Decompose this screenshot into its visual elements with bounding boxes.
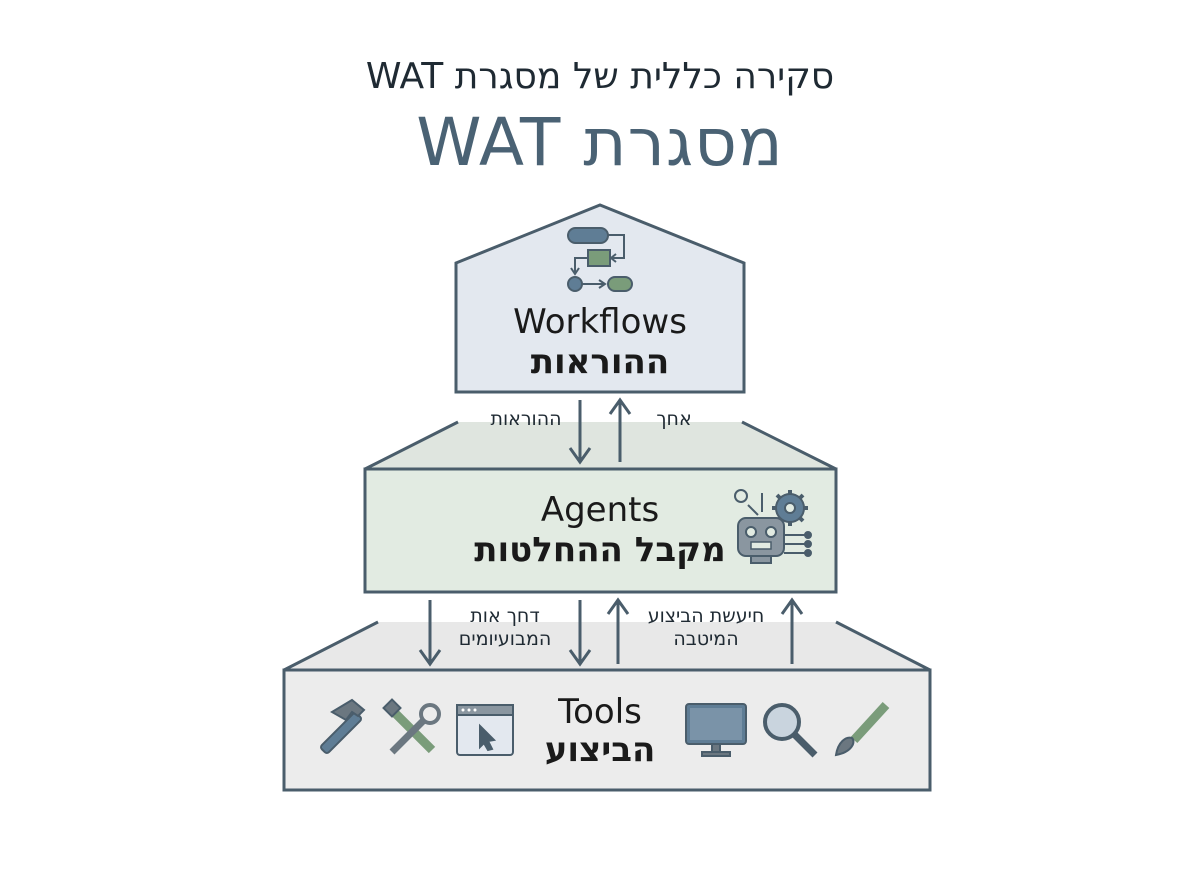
arrow-agent-to-tools-1 bbox=[418, 600, 442, 667]
tools-name-he: הביצוע bbox=[544, 730, 656, 770]
diagram-title: מסגרת WAT bbox=[416, 104, 784, 181]
flowchart-icon bbox=[567, 227, 633, 292]
monitor-icon bbox=[685, 703, 747, 757]
workflows-name-he: ההוראות bbox=[530, 342, 670, 382]
workflows-layer bbox=[454, 203, 746, 394]
tools-layer bbox=[282, 668, 932, 792]
agents-roof bbox=[365, 422, 836, 469]
arrow-workflow-to-agent bbox=[568, 400, 592, 465]
browser-cursor-icon bbox=[456, 704, 514, 756]
arrow-label-tools-to-agent: חיעשת הביצוע המיטבה bbox=[647, 605, 765, 650]
paintbrush-icon bbox=[834, 701, 890, 757]
arrow-tools-to-agent-2 bbox=[780, 597, 804, 664]
arrow-tools-to-agent-1 bbox=[606, 597, 630, 664]
robot-gears-icon bbox=[734, 489, 812, 564]
magnifier-icon bbox=[763, 703, 818, 758]
diagram-subtitle: סקירה כללית של מסגרת WAT bbox=[365, 56, 835, 97]
tools-name-en: Tools bbox=[558, 692, 642, 732]
arrow-agent-to-workflow bbox=[608, 397, 632, 462]
arrow-label-instructions: ההוראות bbox=[490, 408, 562, 430]
agents-name-he: מקבל ההחלטות bbox=[474, 530, 726, 570]
workflows-name-en: Workflows bbox=[513, 302, 687, 342]
arrow-label-agent-to-tools: דחך אות המבועיומים bbox=[458, 605, 552, 650]
wrench-screwdriver-icon bbox=[382, 698, 441, 755]
hammer-icon bbox=[320, 698, 366, 754]
tools-roof bbox=[284, 622, 930, 670]
arrow-agent-to-tools-2 bbox=[568, 600, 592, 667]
arrow-label-feedback: אחך bbox=[656, 408, 692, 430]
agents-name-en: Agents bbox=[540, 490, 660, 530]
